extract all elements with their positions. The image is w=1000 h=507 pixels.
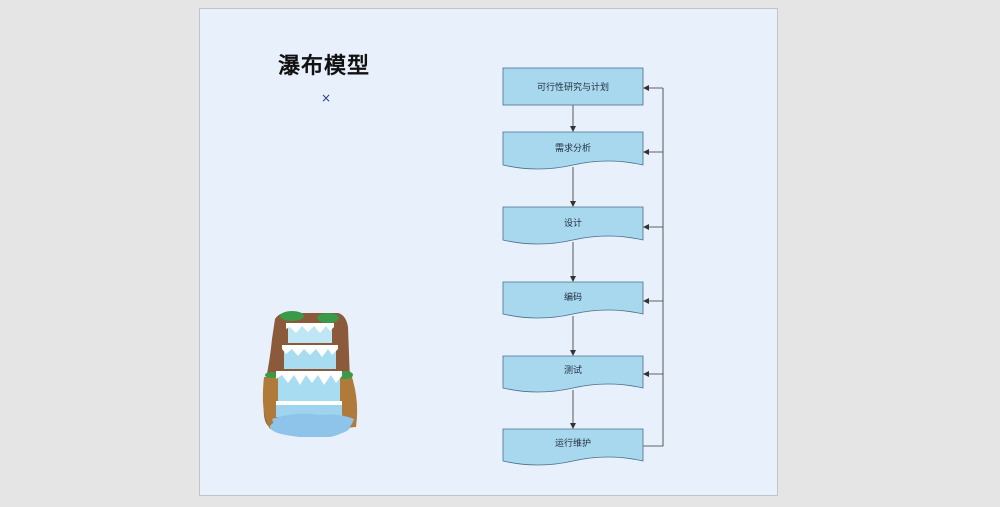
step-node-feasibility[interactable]: 可行性研究与计划 <box>502 67 644 106</box>
step-label: 需求分析 <box>555 142 591 154</box>
step-label: 测试 <box>564 364 582 376</box>
feedback-connectors <box>643 85 664 447</box>
step-node-requirements[interactable]: 需求分析 <box>502 131 644 170</box>
step-label: 编码 <box>564 291 582 303</box>
step-node-maintenance[interactable]: 运行维护 <box>502 428 644 466</box>
step-label: 设计 <box>564 217 582 229</box>
close-icon[interactable]: × <box>321 91 332 105</box>
step-node-coding[interactable]: 编码 <box>502 281 644 319</box>
step-label: 运行维护 <box>555 437 591 449</box>
step-node-design[interactable]: 设计 <box>502 206 644 245</box>
step-node-testing[interactable]: 测试 <box>502 355 644 393</box>
step-label: 可行性研究与计划 <box>537 81 609 93</box>
waterfall-illustration <box>262 311 358 437</box>
flowchart: 可行性研究与计划 需求分析 设计 编码 测试 运行维护 <box>262 67 664 466</box>
diagram-canvas: 瀑布模型 × <box>199 8 778 496</box>
diagram-title: 瀑布模型 <box>278 54 371 79</box>
